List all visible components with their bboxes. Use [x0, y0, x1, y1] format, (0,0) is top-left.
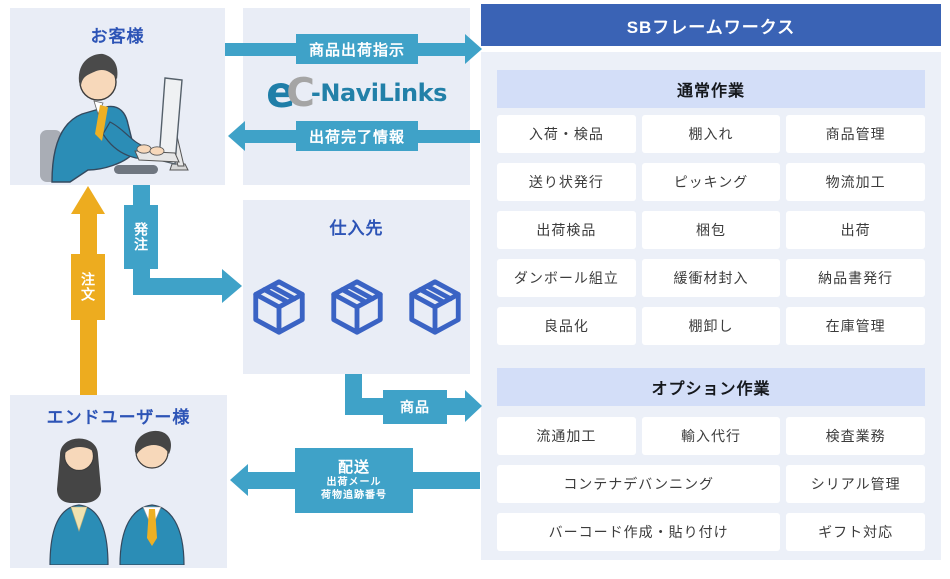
- task-cell: 緩衝材封入: [641, 259, 781, 297]
- purchase-order-arrow-label: 発注: [124, 205, 158, 269]
- delivery-arrow-subtext-email: 出荷メール: [326, 477, 382, 489]
- delivery-arrowhead-icon: [230, 464, 248, 496]
- normal-work-grid: 入荷・検品 棚入れ 商品管理 送り状発行 ピッキング 物流加工 出荷検品 梱包 …: [497, 115, 925, 345]
- delivery-arrow-label: 配送 出荷メール 荷物追跡番号: [295, 448, 413, 513]
- purchase-order-arrow-horizontal-shaft: [133, 278, 222, 295]
- product-arrow-label: 商品: [383, 390, 447, 424]
- task-cell: 在庫管理: [786, 307, 925, 345]
- logo-letter-e: e: [266, 67, 296, 118]
- supplier-box-title: 仕入先: [329, 219, 384, 238]
- task-cell: ダンボール組立: [497, 259, 636, 297]
- task-cell: バーコード作成・貼り付け: [497, 513, 781, 551]
- task-cell: 検査業務: [786, 417, 925, 455]
- normal-work-section-header: 通常作業: [497, 70, 925, 108]
- end-user-box: エンドユーザー様: [10, 395, 227, 568]
- task-cell: 出荷: [786, 211, 925, 249]
- task-cell: 流通加工: [497, 417, 636, 455]
- option-work-grid: 流通加工 輸入代行 検査業務 コンテナデバンニング シリアル管理 バーコード作成…: [497, 417, 925, 551]
- delivery-arrow-title: 配送: [337, 458, 370, 476]
- customer-box-title: お客様: [90, 27, 145, 46]
- task-cell: 棚卸し: [641, 307, 781, 345]
- task-cell: 棚入れ: [641, 115, 781, 153]
- ec-navilinks-logo: e C -NaviLinks: [243, 70, 470, 116]
- ship-complete-arrowhead-icon: [228, 121, 245, 151]
- task-cell: 出荷検品: [497, 211, 636, 249]
- logo-navilinks-text: -NaviLinks: [310, 79, 447, 107]
- delivery-arrow-subtext-tracking: 荷物追跡番号: [321, 489, 387, 501]
- task-cell: 送り状発行: [497, 163, 636, 201]
- task-cell: 物流加工: [786, 163, 925, 201]
- task-cell: ピッキング: [641, 163, 781, 201]
- task-cell: 納品書発行: [786, 259, 925, 297]
- supplier-box: 仕入先: [243, 200, 470, 374]
- package-icon: [330, 279, 383, 335]
- logo-letter-c: C: [286, 70, 315, 116]
- person-at-computer-illustration: [40, 53, 189, 183]
- order-arrow-label: 注文: [71, 254, 105, 320]
- ship-instruction-arrow-label: 商品出荷指示: [296, 34, 418, 64]
- customer-box: お客様: [10, 8, 225, 185]
- order-arrowhead-icon: [71, 186, 105, 214]
- task-cell: シリアル管理: [786, 465, 925, 503]
- product-arrowhead-icon: [465, 390, 482, 422]
- task-cell: 輸入代行: [641, 417, 781, 455]
- task-cell: 入荷・検品: [497, 115, 636, 153]
- two-people-illustration: [49, 430, 185, 565]
- task-cell: 梱包: [641, 211, 781, 249]
- task-cell: コンテナデバンニング: [497, 465, 781, 503]
- task-cell: 良品化: [497, 307, 636, 345]
- task-cell: 商品管理: [786, 115, 925, 153]
- purchase-order-arrowhead-icon: [222, 269, 242, 303]
- package-icons-row: [243, 276, 470, 338]
- sb-frameworks-panel: 通常作業 入荷・検品 棚入れ 商品管理 送り状発行 ピッキング 物流加工 出荷検…: [481, 52, 941, 560]
- end-user-box-title: エンドユーザー様: [46, 408, 191, 427]
- sb-frameworks-header: SBフレームワークス: [481, 4, 941, 46]
- option-work-section-header: オプション作業: [497, 368, 925, 406]
- task-cell: ギフト対応: [786, 513, 925, 551]
- package-icon: [408, 279, 461, 335]
- package-icon: [252, 279, 305, 335]
- ship-complete-arrow-label: 出荷完了情報: [296, 121, 418, 151]
- ship-instruction-arrowhead-icon: [465, 34, 482, 64]
